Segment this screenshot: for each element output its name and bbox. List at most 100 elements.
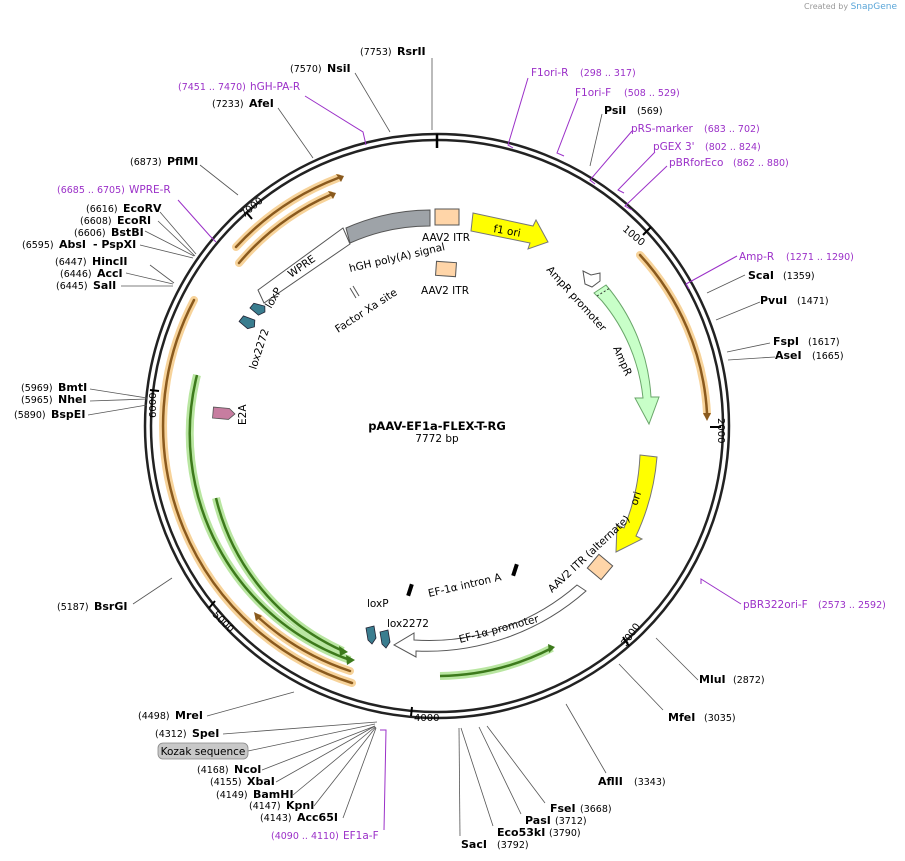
site-mlui-pos: (2872) [733, 675, 765, 686]
site-pasi-pos: (3712) [555, 816, 587, 827]
site-hincii-pos: (6447) [55, 257, 87, 268]
site-pvui: PvuI [760, 294, 787, 307]
hgh-polya-feature [345, 209, 431, 244]
ampr-dash [596, 287, 611, 297]
site-saci-pos: (3792) [497, 840, 529, 851]
site-scai-pos: (1359) [783, 271, 815, 282]
site-aflii-pos: (3343) [634, 777, 666, 788]
site-aflii: AflII [598, 775, 623, 788]
primer-wpre-r: WPRE-R [129, 184, 171, 196]
site-ncoi-pos: (4168) [197, 765, 229, 776]
hgh-polya-label: hGH poly(A) signal [348, 241, 446, 275]
aav2-itr-label: AAV2 ITR [422, 232, 470, 244]
site-mfei-pos: (3035) [704, 713, 736, 724]
site-asei-pos: (1665) [812, 351, 844, 362]
site-nsii-pos: (7570) [290, 64, 322, 75]
primer-leaders [177, 77, 742, 831]
loxp-bottom-icon [365, 625, 377, 645]
ef1a-promoter-feature [392, 584, 587, 658]
site-mrei-pos: (4498) [138, 711, 170, 722]
site-bstbi: BstBI [111, 226, 144, 239]
lox2272-bottom-label: lox2272 [387, 618, 429, 630]
credit-brand: SnapGene [850, 2, 897, 12]
primer-pgex3: pGEX 3' [653, 141, 695, 153]
site-bspei-pos: (5890) [14, 410, 46, 421]
site-psii: PsiI [604, 104, 626, 117]
loxp-bottom-label: loxP [367, 598, 389, 610]
site-acci: AccI [97, 267, 123, 280]
primer-hgh-pa-r-range: (7451 .. 7470) [178, 82, 246, 93]
tick-6000: 6000 [148, 393, 159, 418]
kozak-badge [157, 742, 249, 760]
wpre-feature [257, 227, 351, 304]
primer-amp-r: Amp-R [739, 251, 774, 263]
site-ncoi: NcoI [234, 763, 261, 776]
ampr-feature [593, 284, 660, 426]
primer-f1ori-f: F1ori-F [575, 87, 611, 99]
site-bspei: BspEI [51, 408, 85, 421]
site-ecori-pos: (6608) [80, 216, 112, 227]
site-hincii: HincII [92, 255, 128, 268]
site-ecorv-pos: (6616) [86, 204, 118, 215]
site-mrei: MreI [175, 709, 203, 722]
primer-hgh-pa-r: hGH-PA-R [250, 81, 300, 93]
primer-prs-marker: pRS-marker [631, 123, 694, 135]
primer-amp-r-range: (1271 .. 1290) [786, 252, 854, 263]
orange-arrowheads [254, 174, 711, 621]
green-arrows [185, 374, 554, 680]
site-spei: SpeI [192, 727, 219, 740]
lox2272-bottom-icon [379, 629, 391, 649]
aav2-itr-feature [434, 208, 460, 226]
primer-f1ori-f-range: (508 .. 529) [624, 88, 680, 99]
site-afei-pos: (7233) [212, 99, 244, 110]
site-fspi: FspI [773, 335, 799, 348]
aav2-itr-2-label: AAV2 ITR [421, 285, 469, 297]
site-rsrii: RsrII [397, 45, 426, 58]
site-afei: AfeI [249, 97, 274, 110]
site-rsrii-pos: (7753) [360, 47, 392, 58]
site-nhei: NheI [58, 393, 87, 406]
site-ecorv: EcoRV [123, 202, 162, 215]
site-sali: SalI [93, 279, 116, 292]
primer-ef1a-f-range: (4090 .. 4110) [271, 831, 339, 842]
primer-f1ori-r-range: (298 .. 317) [580, 68, 636, 79]
site-absi-pos: (6595) [22, 240, 54, 251]
site-pflmi-pos: (6873) [130, 157, 162, 168]
site-bamhi-pos: (4149) [216, 790, 248, 801]
site-bmti: BmtI [58, 381, 87, 394]
site-fspi-pos: (1617) [808, 337, 840, 348]
site-labels: (7753) RsrII (7570) NsiI (7233) AfeI (68… [14, 45, 844, 851]
e2a-icon [212, 406, 236, 420]
aav2-itr-alt-label: AAV2 ITR (alternate) [546, 513, 633, 595]
primer-prs-marker-range: (683 .. 702) [704, 124, 760, 135]
primer-pbrforeco-range: (862 .. 880) [733, 158, 789, 169]
site-pflmi: PflMI [167, 155, 198, 168]
site-scai: ScaI [748, 269, 774, 282]
site-bstbi-pos: (6606) [74, 228, 106, 239]
primer-pbr322ori-f-range: (2573 .. 2592) [818, 600, 886, 611]
ori-label: ori [628, 490, 644, 507]
f1-ori-feature [470, 212, 549, 250]
aav2-itr-alt-feature [586, 553, 614, 581]
site-eco53ki-pos: (3790) [549, 828, 581, 839]
tick-4000: 4000 [414, 713, 439, 724]
lox2272-top-icon [238, 315, 256, 330]
scale-ticks [149, 211, 721, 717]
kozak-label: Kozak sequence [161, 746, 246, 758]
site-sali-pos: (6445) [56, 281, 88, 292]
green-arrowheads [339, 644, 555, 665]
site-saci: SacI [461, 838, 487, 851]
credit-prefix: Created by [804, 2, 849, 11]
site-fsei: FseI [550, 802, 576, 815]
site-mlui: MluI [699, 673, 726, 686]
site-fsei-pos: (3668) [580, 804, 612, 815]
site-bsrgi-pos: (5187) [57, 602, 89, 613]
primer-pbrforeco: pBRforEco [669, 157, 723, 169]
site-mfei: MfeI [668, 711, 695, 724]
site-ecori: EcoRI [117, 214, 151, 227]
site-leaders [87, 58, 776, 837]
site-asei: AseI [775, 349, 802, 362]
ampr-promoter-icon [582, 270, 601, 288]
primer-pbr322ori-f: pBR322ori-F [743, 599, 808, 611]
site-pasi: PasI [525, 814, 551, 827]
